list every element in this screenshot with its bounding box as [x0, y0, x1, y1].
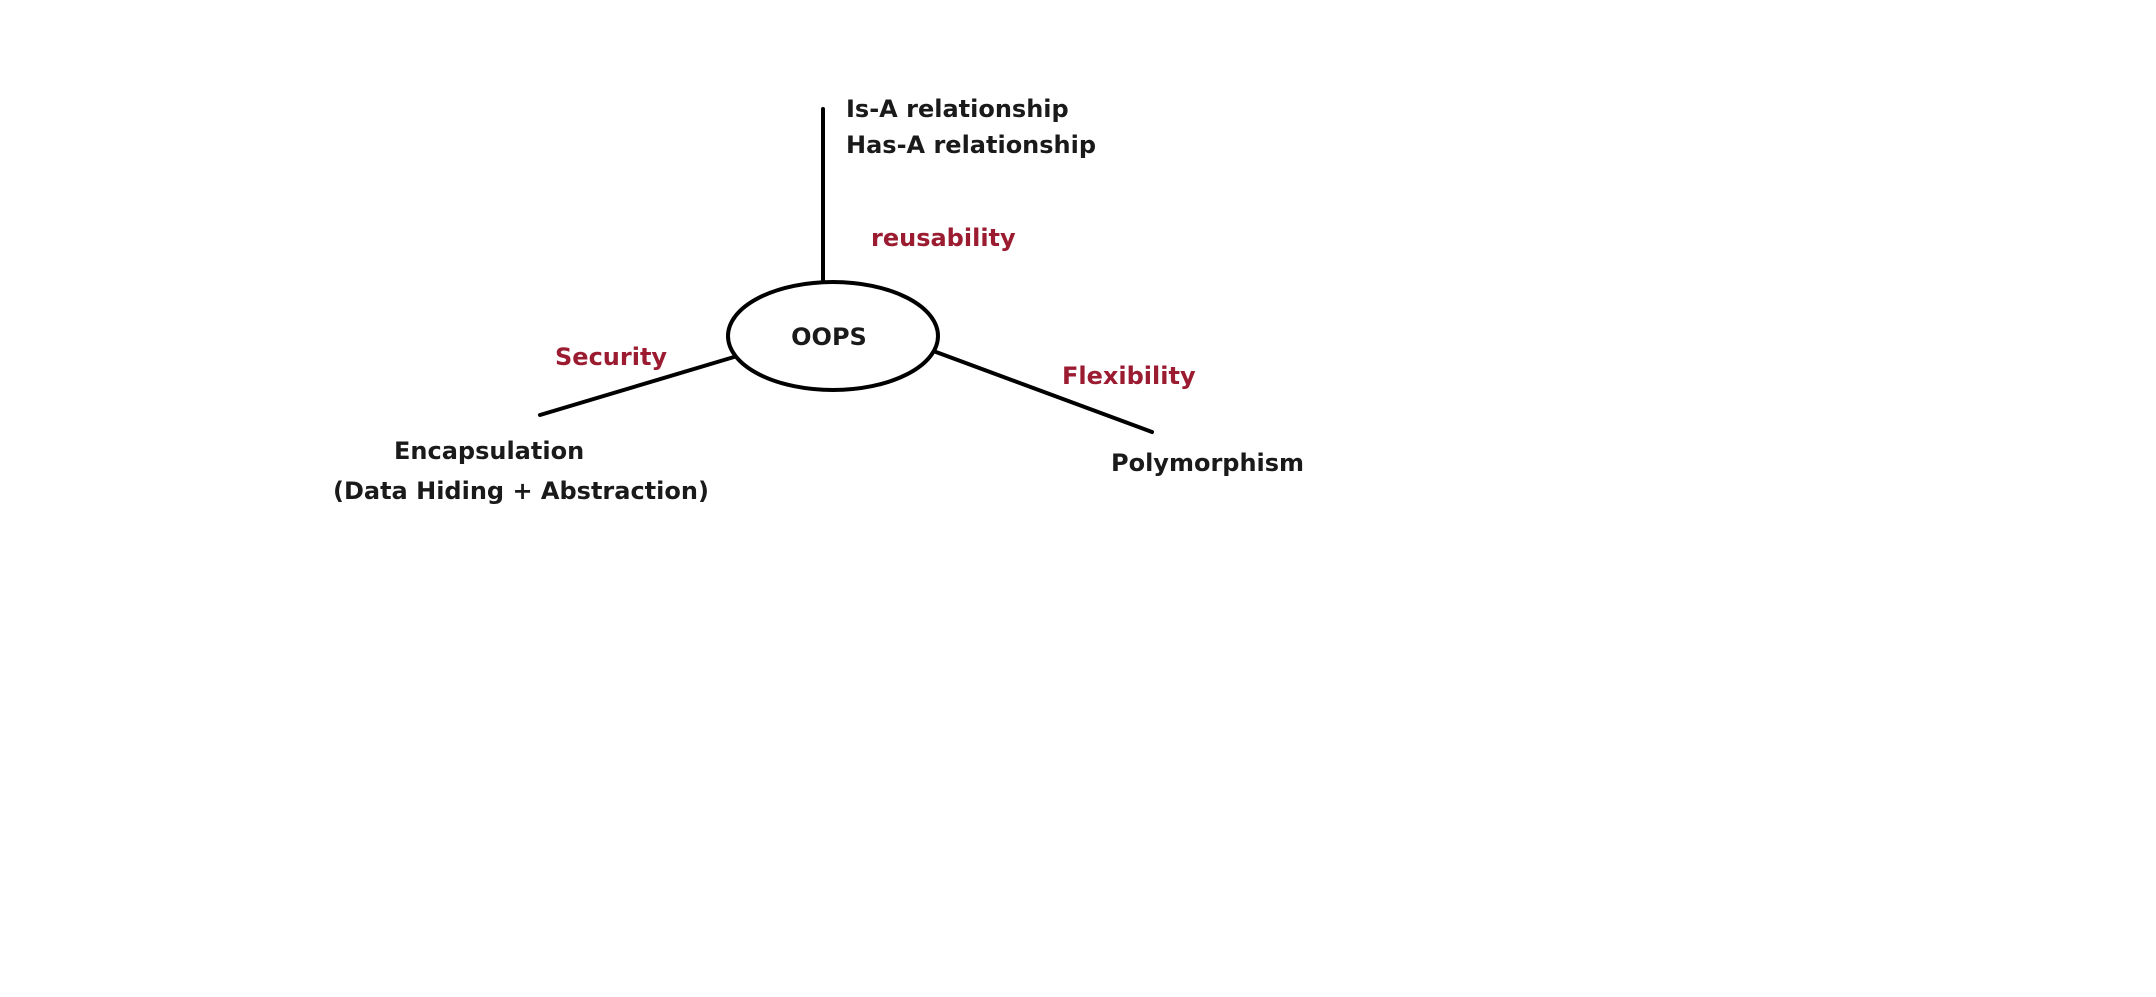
polymorphism-label: Polymorphism: [1111, 449, 1304, 477]
flexibility-edge-label: Flexibility: [1062, 362, 1196, 390]
has-a-relationship-label: Has-A relationship: [846, 131, 1096, 159]
right-node: Polymorphism: [1111, 449, 1304, 477]
left-node: Encapsulation (Data Hiding + Abstraction…: [333, 437, 709, 505]
oops-center-label: OOPS: [791, 323, 867, 351]
right-branch-line: [934, 350, 1154, 434]
top-node: Is-A relationship Has-A relationship: [846, 95, 1096, 159]
data-hiding-abstraction-label: (Data Hiding + Abstraction): [333, 477, 709, 505]
is-a-relationship-label: Is-A relationship: [846, 95, 1069, 123]
oops-center-ellipse: [726, 280, 940, 392]
encapsulation-label: Encapsulation: [394, 437, 584, 465]
left-branch-line: [538, 355, 736, 417]
security-edge-label: Security: [555, 343, 667, 371]
reusability-edge-label: reusability: [871, 224, 1016, 252]
